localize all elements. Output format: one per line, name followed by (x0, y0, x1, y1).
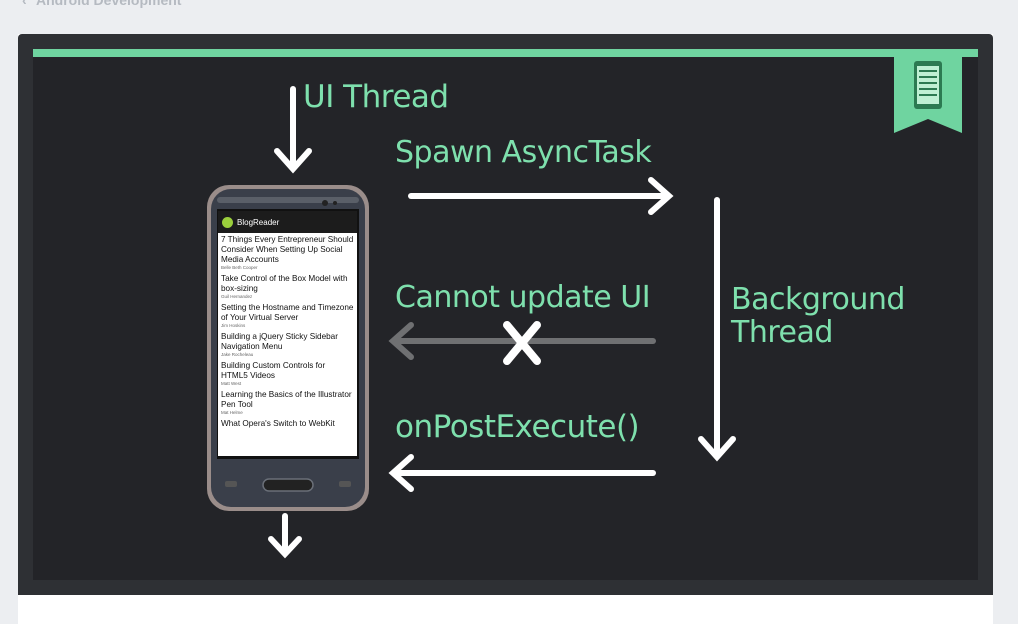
list-item[interactable]: Learning the Basics of the Illustrator P… (218, 388, 357, 417)
background-thread-line1: Background (731, 282, 905, 317)
blocked-x-icon (503, 321, 541, 365)
spawn-right-arrow (408, 177, 674, 215)
bookmark-badge-icon (894, 49, 962, 133)
onpostexecute-label: onPostExecute() (395, 409, 640, 445)
app-bar: BlogReader (218, 211, 357, 233)
phone-screen: BlogReader 7 Things Every Entrepreneur S… (218, 211, 357, 456)
app-title: BlogReader (237, 217, 280, 227)
android-logo-icon (222, 216, 233, 228)
post-title: 7 Things Every Entrepreneur Should Consi… (221, 235, 354, 264)
post-title: Building a jQuery Sticky Sidebar Navigat… (221, 332, 338, 351)
ui-thread-label: UI Thread (303, 79, 449, 115)
background-thread-label: Background Thread (731, 283, 905, 349)
list-item[interactable]: Building Custom Controls for HTML5 Video… (218, 359, 357, 388)
flow-arrows (268, 86, 736, 559)
post-title: What Opera's Switch to WebKit (221, 419, 335, 428)
post-author: Belle Beth Cooper (221, 265, 258, 270)
ui-thread-down-arrow (274, 86, 312, 174)
background-thread-down-arrow (698, 197, 736, 462)
list-item[interactable]: Building a jQuery Sticky Sidebar Navigat… (218, 330, 357, 359)
post-execute-left-arrow (388, 454, 656, 492)
breadcrumb[interactable]: ‹ Android Development (22, 0, 181, 8)
post-author: Jake Rocheleau (221, 352, 254, 357)
list-item[interactable]: Take Control of the Box Model with box-s… (218, 272, 357, 301)
post-title: Setting the Hostname and Timezone of You… (221, 303, 354, 322)
spawn-asynctask-label: Spawn AsyncTask (395, 135, 652, 170)
background-thread-line2: Thread (731, 315, 833, 350)
cannot-update-ui-label: Cannot update UI (395, 280, 651, 315)
list-item[interactable]: 7 Things Every Entrepreneur Should Consi… (218, 233, 357, 272)
breadcrumb-label: Android Development (36, 0, 182, 8)
list-item[interactable]: Setting the Hostname and Timezone of You… (218, 301, 357, 330)
post-title: Learning the Basics of the Illustrator P… (221, 390, 352, 409)
ui-thread-continue-down-arrow (268, 513, 302, 559)
post-author: Matt West (221, 381, 242, 386)
post-author: Jim Hoskins (221, 323, 246, 328)
list-item[interactable]: What Opera's Switch to WebKit (218, 417, 357, 430)
post-title: Building Custom Controls for HTML5 Video… (221, 361, 326, 380)
post-list: 7 Things Every Entrepreneur Should Consi… (218, 233, 357, 430)
post-title: Take Control of the Box Model with box-s… (221, 274, 348, 293)
chevron-left-icon: ‹ (22, 0, 27, 8)
slide-accent-bar (33, 49, 978, 57)
post-author: Guil Hernandez (221, 294, 253, 299)
post-author: Mat Helme (221, 410, 243, 415)
video-slide: UI Thread Spawn AsyncTask Cannot update … (33, 49, 978, 580)
